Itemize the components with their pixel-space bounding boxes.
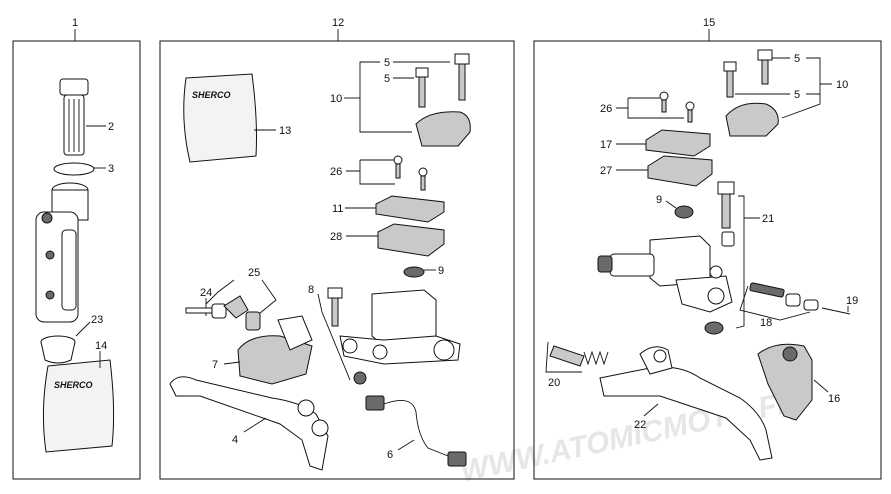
callout-5a: 5: [384, 57, 390, 69]
callout-6: 4: [232, 434, 238, 446]
diaphragm-part-15: [647, 155, 713, 187]
callout-9b: 9: [656, 194, 662, 206]
callout-5b: 5: [384, 73, 390, 85]
nut-part: [353, 371, 367, 385]
master-cylinder-part: [339, 289, 461, 365]
callout-10b: 10: [836, 79, 848, 91]
clutch-lever-part: [599, 346, 773, 461]
lever-guard-part-15: [757, 343, 813, 421]
callout-5c: 5: [794, 53, 800, 65]
callout-18: 18: [760, 317, 772, 329]
brake-lever-part: [169, 376, 329, 471]
cover-part-15: [645, 129, 711, 157]
sherco-bag-part: SHERCO: [42, 359, 115, 453]
callout-21: 21: [762, 213, 774, 225]
callout-25: 25: [248, 267, 260, 279]
brake-switch-part: [365, 395, 467, 467]
bolt-21-part: [717, 181, 735, 247]
callout-17: 17: [600, 139, 612, 151]
panel-15-number: 15: [703, 17, 715, 29]
sight-glass-part-15: [674, 205, 694, 219]
adjuster-part: [749, 282, 851, 315]
callout-22: 22: [634, 419, 646, 431]
callout-23: 23: [91, 314, 103, 326]
screw-part-15: [659, 91, 695, 123]
pin-part: [185, 303, 227, 319]
panel-1-frame: [12, 40, 141, 480]
panel-1-number: 1: [72, 17, 78, 29]
callout-8: 8: [308, 284, 314, 296]
callout-20: 20: [548, 377, 560, 389]
callout-14: 14: [95, 340, 107, 352]
sight-glass-part: [403, 266, 425, 278]
callout-4: 6: [387, 449, 393, 461]
callout-2: 2: [108, 121, 114, 133]
callout-10: 10: [330, 93, 342, 105]
callout-19: 19: [846, 295, 858, 307]
callout-13: 13: [279, 125, 291, 137]
bag-brand-1: SHERCO: [54, 380, 93, 390]
callout-7: 7: [212, 359, 218, 371]
reservoir-cap-part: [59, 78, 89, 156]
panel-15: 15 5 5 10 26 17 27 9: [533, 17, 882, 480]
clamp-part-15: [725, 102, 779, 137]
callout-27: 27: [600, 165, 612, 177]
o-ring-part: [53, 162, 95, 176]
callout-9: 9: [438, 265, 444, 277]
master-cylinder-body-part: [35, 182, 89, 323]
screw-part: [393, 155, 428, 191]
clutch-cylinder-part: [597, 235, 733, 313]
panel-1: 1 2 3: [12, 17, 141, 480]
diaphragm-part: [377, 223, 445, 257]
cover-part: [375, 195, 445, 223]
bolt-8-part: [327, 287, 343, 327]
cup-part: [40, 335, 76, 364]
panel-12-frame: [159, 40, 515, 480]
callout-28: 28: [330, 231, 342, 243]
callout-11: 11: [332, 203, 343, 215]
callout-3: 3: [108, 163, 114, 175]
panel-12: 12 SHERCO 13 5 5 10 26: [159, 17, 515, 480]
bag-brand-2: SHERCO: [192, 90, 231, 100]
callout-26: 26: [330, 166, 342, 178]
spring-part: [549, 345, 609, 367]
dust-boot-part: [223, 295, 261, 331]
callout-26b: 26: [600, 103, 612, 115]
bolt-part: [415, 53, 470, 108]
clamp-part: [415, 111, 471, 147]
sherco-bag-part-13: SHERCO: [183, 73, 257, 163]
callout-5d: 5: [794, 89, 800, 101]
panel-12-number: 12: [332, 17, 344, 29]
bolt-part-15: [723, 49, 773, 98]
callout-16: 16: [828, 393, 840, 405]
panel-15-frame: [533, 40, 882, 480]
callout-24: 24: [200, 287, 212, 299]
